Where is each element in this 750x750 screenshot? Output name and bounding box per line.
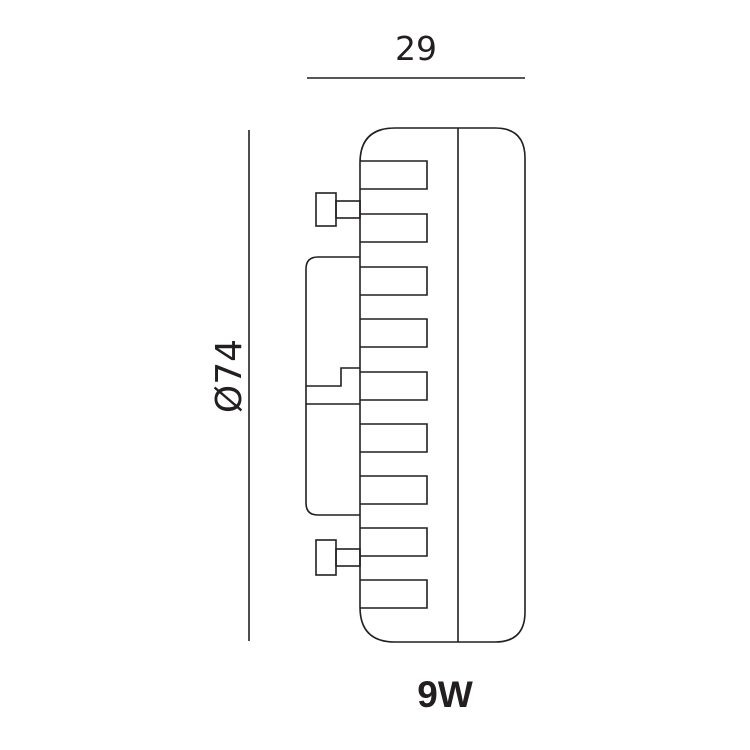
- top-mounting-pin: [315, 192, 361, 227]
- heat-sink-fin: [360, 266, 428, 296]
- diameter-dimension-label: Ø74: [209, 338, 250, 414]
- heat-sink-fin: [360, 371, 428, 401]
- heat-sink-fin: [360, 475, 428, 505]
- width-dimension-label: 29: [395, 29, 437, 68]
- heat-sink-fin: [360, 213, 428, 243]
- heat-sink-fin: [360, 579, 428, 609]
- heat-sink-fin: [360, 160, 428, 190]
- connector-step: [306, 367, 360, 387]
- pin-shaft: [335, 200, 361, 219]
- pin-head: [315, 192, 337, 227]
- heat-sink-fins: [360, 160, 428, 609]
- heat-sink-fin: [360, 423, 428, 453]
- heat-sink-fin: [360, 318, 428, 348]
- bottom-mounting-pin: [315, 539, 361, 576]
- pin-shaft: [335, 548, 361, 567]
- heat-sink-fin: [360, 527, 428, 557]
- pin-head: [315, 539, 337, 576]
- power-rating-label: 9W: [417, 674, 473, 715]
- lamp-body-outline: [359, 127, 526, 643]
